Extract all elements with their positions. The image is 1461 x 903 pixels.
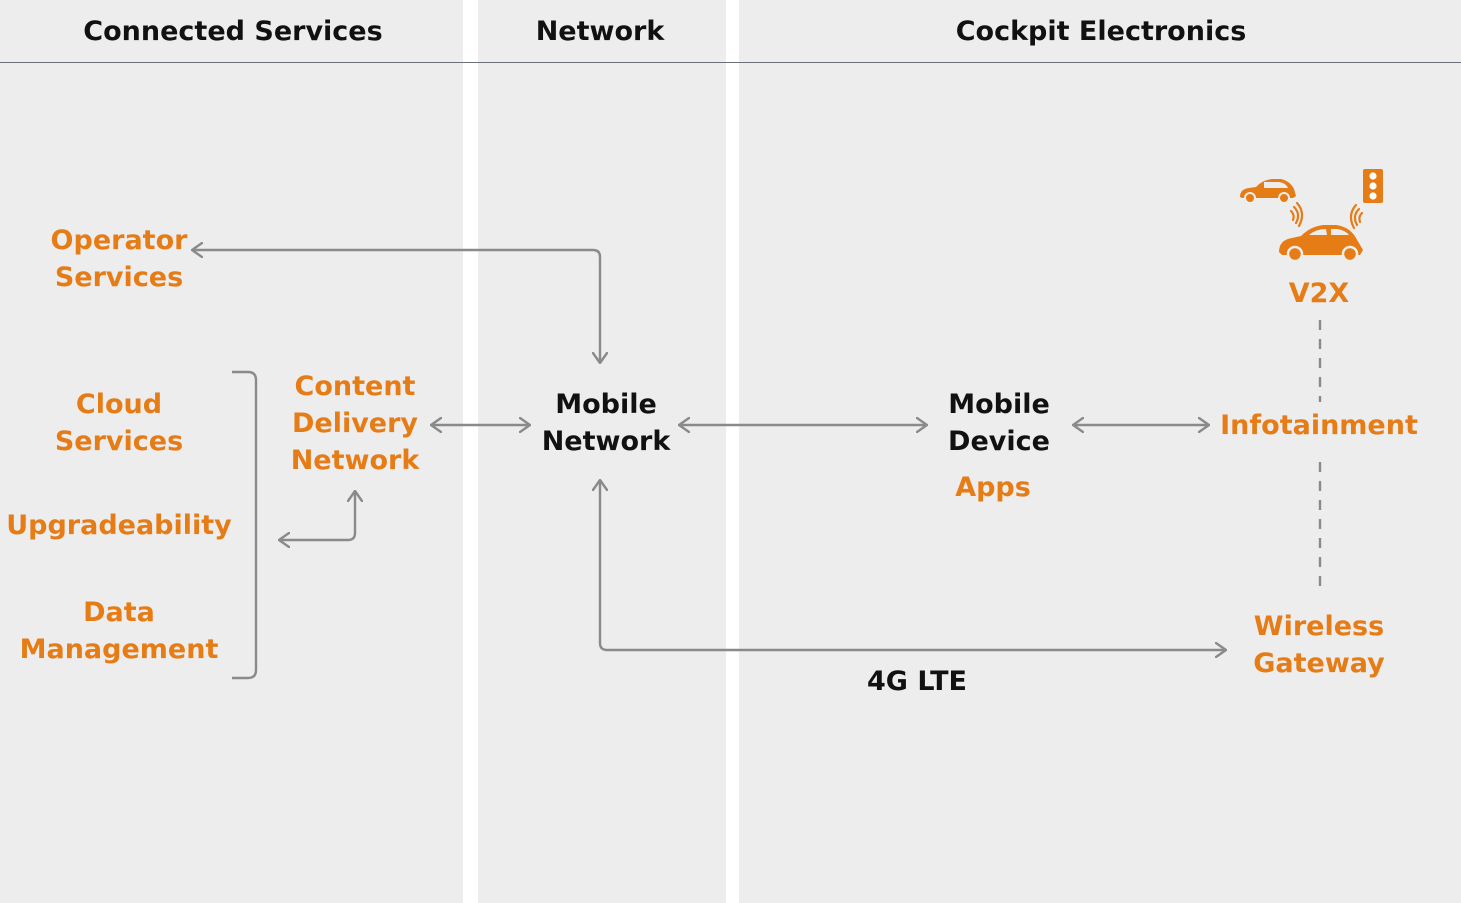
operator-to-mobile-network-connector xyxy=(192,250,600,363)
cloud-services-line-2: Services xyxy=(54,426,184,457)
bracket-to-cdn-connector xyxy=(279,491,355,540)
apps-label: Apps xyxy=(955,472,1031,503)
wireless-gateway-node: Wireless Gateway xyxy=(1253,608,1385,682)
cdn-line-3: Network xyxy=(290,445,420,476)
lte-label: 4G LTE xyxy=(867,666,967,697)
operator-services-node: Operator Services xyxy=(51,222,188,296)
apps-node: Apps xyxy=(955,469,1031,506)
mobile-network-line-2: Network xyxy=(541,426,671,457)
data-management-line-2: Management xyxy=(19,634,219,665)
header-cockpit-electronics: Cockpit Electronics xyxy=(955,16,1247,47)
header-divider xyxy=(0,62,1461,63)
small-car-icon xyxy=(1240,179,1296,204)
network-panel xyxy=(478,0,726,903)
mobile-network-to-wireless-gateway-connector xyxy=(600,480,1226,650)
cockpit-electronics-panel xyxy=(739,0,1461,903)
cloud-services-line-1: Cloud xyxy=(75,389,163,420)
upgradeability-node: Upgradeability xyxy=(6,507,232,544)
operator-services-line-1: Operator xyxy=(50,225,188,256)
wireless-gateway-line-1: Wireless xyxy=(1253,611,1385,642)
mobile-device-node: Mobile Device xyxy=(948,386,1050,460)
services-bracket xyxy=(232,370,258,680)
cdn-line-2: Delivery xyxy=(291,408,419,439)
data-management-line-1: Data xyxy=(83,597,155,628)
infotainment-label: Infotainment xyxy=(1220,410,1418,441)
mobile-device-line-2: Device xyxy=(948,426,1050,457)
upgradeability-label: Upgradeability xyxy=(6,510,232,541)
content-delivery-network-node: Content Delivery Network xyxy=(291,368,420,479)
header-connected-services: Connected Services xyxy=(83,16,383,47)
cloud-services-node: Cloud Services xyxy=(55,386,183,460)
wireless-gateway-line-2: Gateway xyxy=(1253,648,1385,679)
car-icon xyxy=(1279,225,1363,263)
data-management-node: Data Management xyxy=(20,594,219,668)
connected-services-panel xyxy=(0,0,463,903)
v2x-label: V2X xyxy=(1288,278,1350,309)
operator-services-line-2: Services xyxy=(54,262,184,293)
infotainment-node: Infotainment xyxy=(1220,407,1418,444)
mobile-network-line-1: Mobile xyxy=(555,389,657,420)
v2x-node: V2X xyxy=(1289,275,1350,312)
traffic-light-icon xyxy=(1363,169,1383,203)
cdn-line-1: Content xyxy=(294,371,416,402)
mobile-network-node: Mobile Network xyxy=(542,386,671,460)
signal-waves-icon xyxy=(1289,201,1364,230)
mobile-device-line-1: Mobile xyxy=(948,389,1050,420)
header-network: Network xyxy=(535,16,665,47)
